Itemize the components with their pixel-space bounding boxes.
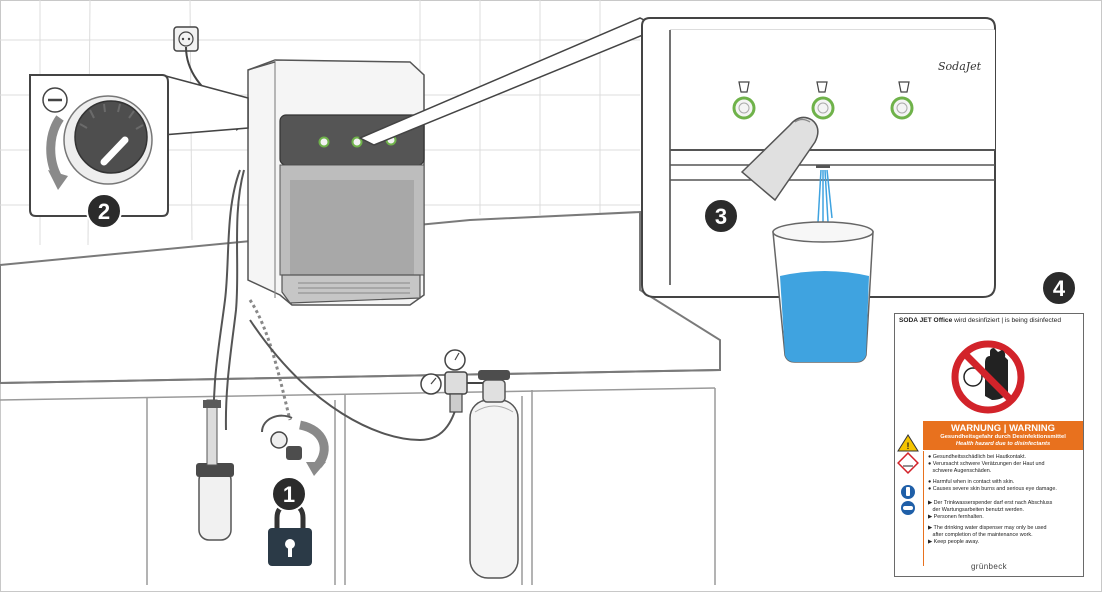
step-label-3: 3 (715, 204, 727, 229)
cabinets (147, 388, 715, 585)
hazard-list-de: ● Gesundheitsschädlich bei Hautkontakt. … (928, 454, 1045, 474)
water-glass (773, 222, 873, 362)
instruction-en-1: ▶ The drinking water dispenser may only … (928, 525, 1047, 532)
disinfection-warning-sign: SODA JET Office wird desinfiziert | is b… (894, 313, 1084, 577)
sign-divider (923, 451, 924, 566)
hazard-de-1: ● Gesundheitsschädlich bei Hautkontakt. (928, 454, 1045, 461)
warning-bar: WARNUNG | WARNING Gesundheitsgefahr durc… (923, 421, 1083, 450)
instruction-en-2: after completion of the maintenance work… (928, 532, 1047, 539)
sign-product: SODA JET Office (899, 317, 952, 324)
step-badge-3: 3 (704, 199, 738, 233)
step-label-4: 4 (1053, 276, 1066, 301)
sign-brand: grünbeck (895, 562, 1083, 571)
warning-text-en: Health hazard due to disinfectants (923, 441, 1083, 448)
step-label-2: 2 (98, 199, 110, 224)
hazard-en-1: ● Harmful when in contact with skin. (928, 479, 1057, 486)
instructions-en: ▶ The drinking water dispenser may only … (928, 525, 1047, 545)
water-filter (196, 400, 234, 540)
co2-cylinder (470, 370, 518, 578)
hazard-list-en: ● Harmful when in contact with skin. ● C… (928, 479, 1057, 493)
step-label-1: 1 (283, 482, 295, 507)
warning-text-de: Gesundheitsgefahr durch Desinfektionsmit… (923, 434, 1083, 441)
warning-title: WARNUNG | WARNING (923, 423, 1083, 434)
sign-title: SODA JET Office wird desinfiziert | is b… (899, 317, 1061, 324)
sign-status: wird desinfiziert | is being disinfected (954, 317, 1061, 324)
instructions-de: ▶ Der Trinkwasserspender darf erst nach … (928, 500, 1052, 520)
callout-knob (30, 75, 248, 216)
shutoff-valve (262, 416, 326, 476)
water-dispenser (248, 60, 424, 305)
hazard-en-2: ● Causes severe skin burns and serious e… (928, 486, 1057, 493)
hazard-de-3: schwere Augenschäden. (928, 468, 1045, 475)
step-badge-4: 4 (1042, 271, 1076, 305)
instruction-de-3: ▶ Personen fernhalten. (928, 514, 1052, 521)
dispenser-brand-logo: SodaJet (938, 60, 982, 73)
instruction-de-2: der Wartungsarbeiten benutzt werden. (928, 507, 1052, 514)
step-badge-1: 1 (272, 477, 306, 511)
hazard-de-2: ● Verursacht schwere Verätzungen der Hau… (928, 461, 1045, 468)
lock-icon (268, 505, 312, 566)
instruction-en-3: ▶ Keep people away. (928, 539, 1047, 546)
instruction-de-1: ▶ Der Trinkwasserspender darf erst nach … (928, 500, 1052, 507)
step-badge-2: 2 (87, 194, 121, 228)
